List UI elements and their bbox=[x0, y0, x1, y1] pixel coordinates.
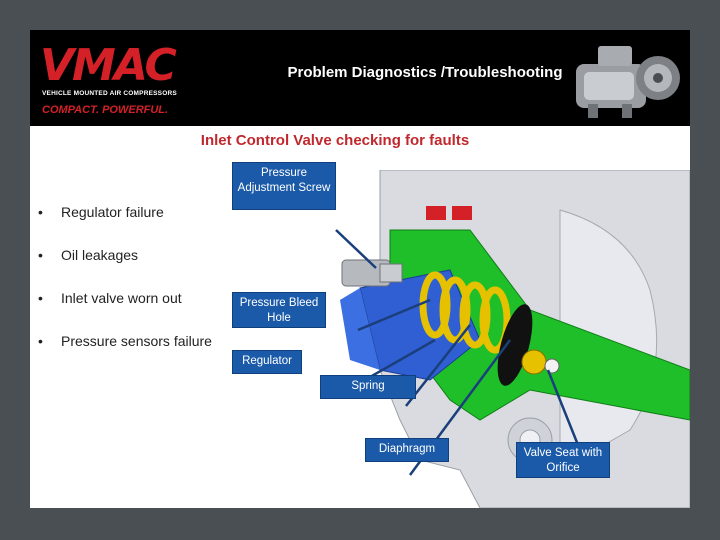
slide: VMAC VEHICLE MOUNTED AIR COMPRESSORS COM… bbox=[30, 30, 690, 508]
logo-subtext: VEHICLE MOUNTED AIR COMPRESSORS bbox=[42, 90, 177, 97]
slide-subtitle: Inlet Control Valve checking for faults bbox=[200, 132, 470, 149]
logo-text: VMAC bbox=[40, 40, 177, 91]
header-banner: VMAC VEHICLE MOUNTED AIR COMPRESSORS COM… bbox=[30, 30, 690, 126]
callout-diaphragm: Diaphragm bbox=[365, 438, 449, 462]
callout-pressure-bleed-hole: Pressure Bleed Hole bbox=[232, 292, 326, 328]
list-item-text: Regulator failure bbox=[61, 204, 164, 220]
compressor-product-image bbox=[576, 46, 680, 118]
callout-valve-seat-with-orifice: Valve Seat with Orifice bbox=[516, 442, 610, 478]
list-item-text: Pressure sensors failure bbox=[61, 333, 212, 349]
callout-spring: Spring bbox=[320, 375, 416, 399]
callout-regulator: Regulator bbox=[232, 350, 302, 374]
page-title: Problem Diagnostics /Troubleshooting bbox=[287, 64, 563, 81]
list-item-text: Oil leakages bbox=[61, 247, 139, 263]
valve-cutaway-diagram bbox=[335, 170, 690, 508]
vmac-logo: VMAC VEHICLE MOUNTED AIR COMPRESSORS COM… bbox=[34, 36, 214, 120]
logo-tagline: COMPACT. POWERFUL. bbox=[42, 104, 169, 116]
list-item-text: Inlet valve worn out bbox=[61, 290, 182, 306]
callout-pressure-adjustment-screw: Pressure Adjustment Screw bbox=[232, 162, 336, 210]
